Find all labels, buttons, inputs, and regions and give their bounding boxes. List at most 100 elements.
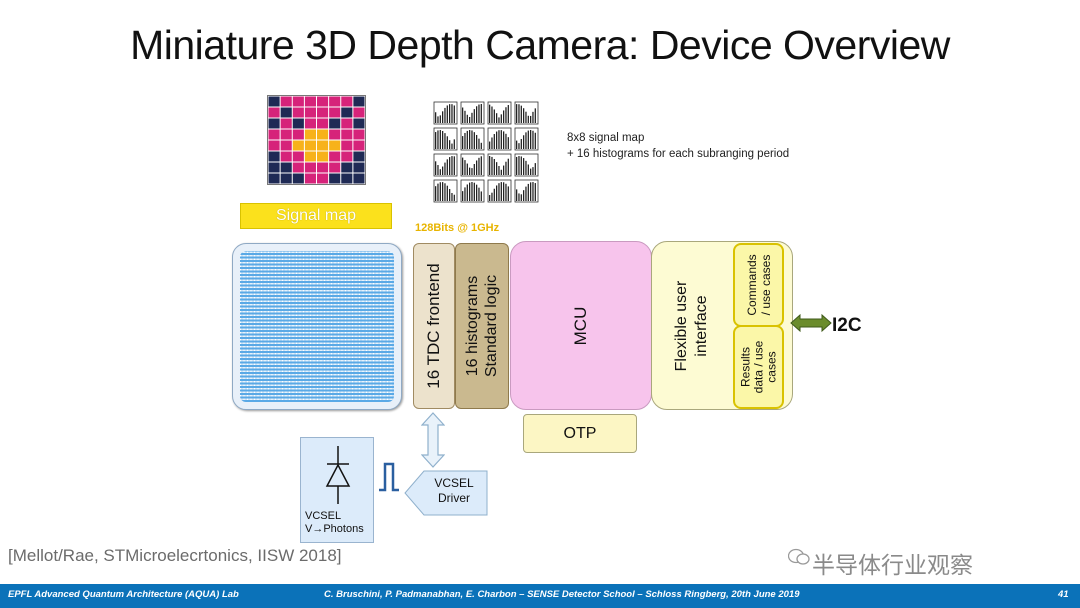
user-interface-label-line2: interface: [693, 294, 710, 357]
signal-map-cell: [317, 140, 329, 151]
signal-map-cell: [317, 129, 329, 140]
vcsel-label: VCSEL V→Photons: [305, 510, 364, 536]
page-title: Miniature 3D Depth Camera: Device Overvi…: [130, 22, 950, 68]
laser-diode-icon: [325, 446, 351, 504]
signal-map-label: Signal map: [240, 203, 392, 229]
mini-histogram: [433, 179, 458, 203]
signal-map-cell: [341, 140, 353, 151]
signal-map-cell: [268, 129, 280, 140]
signal-map-cell: [280, 129, 292, 140]
signal-map-cell: [317, 151, 329, 162]
sensor-pixel-grid: [240, 251, 394, 402]
footer-page-number: 41: [1058, 589, 1069, 600]
mini-histogram: [514, 101, 539, 125]
signal-map-cell: [341, 173, 353, 184]
results-label: Results data / use cases: [738, 340, 778, 394]
signal-map-cell: [317, 162, 329, 173]
histogram-grid: [433, 101, 539, 203]
mini-histogram: [433, 127, 458, 151]
signal-map-cell: [353, 162, 365, 173]
user-interface-label-line1: Flexible user: [673, 280, 690, 371]
mini-histogram: [487, 101, 512, 125]
results-block: Results data / use cases: [733, 325, 784, 409]
vcsel-driver-label: VCSEL Driver: [432, 476, 476, 506]
results-label-line3: cases: [764, 351, 778, 383]
histograms-label-line1: 16 histograms: [464, 275, 481, 377]
footer-lab: EPFL Advanced Quantum Architecture (AQUA…: [8, 589, 239, 600]
commands-label-line2: / use cases: [758, 254, 773, 316]
signal-map-cell: [268, 162, 280, 173]
signal-map-cell: [353, 129, 365, 140]
i2c-label: I2C: [832, 315, 862, 336]
signal-map-cell: [292, 173, 304, 184]
histograms-logic-block: 16 histograms Standard logic: [455, 243, 509, 409]
signal-map-cell: [280, 140, 292, 151]
signal-map-cell: [304, 162, 317, 173]
commands-label: Commands / use cases: [745, 254, 773, 315]
watermark-text: 半导体行业观察: [812, 552, 973, 578]
mini-histogram: [433, 153, 458, 177]
signal-map-cell: [280, 173, 292, 184]
signal-map-cell: [268, 140, 280, 151]
signal-map-cell: [317, 173, 329, 184]
signal-map-cell: [304, 151, 317, 162]
signal-map-cell: [292, 162, 304, 173]
signal-map-cell: [317, 96, 329, 107]
signal-map-cell: [329, 151, 341, 162]
signal-map-cell: [292, 107, 304, 118]
signal-map-cell: [268, 173, 280, 184]
signal-map-cell: [304, 173, 317, 184]
results-label-line2: data / use: [751, 340, 765, 394]
signal-map-cell: [317, 118, 329, 129]
signal-map-cell: [292, 118, 304, 129]
histograms-logic-label: 16 histograms Standard logic: [463, 275, 501, 377]
mini-histogram: [460, 179, 485, 203]
commands-label-line1: Commands: [744, 254, 759, 316]
mini-histogram: [460, 153, 485, 177]
signal-map-cell: [341, 96, 353, 107]
i2c-arrow-icon: [790, 313, 832, 333]
signal-map-cell: [304, 118, 317, 129]
signal-map-cell: [304, 107, 317, 118]
vcsel-label-line2: V→Photons: [305, 523, 364, 535]
vcsel-block: VCSEL V→Photons: [300, 437, 374, 543]
mcu-block: MCU: [510, 241, 652, 410]
mini-histogram: [514, 179, 539, 203]
signal-map-description-line2: + 16 histograms for each subranging peri…: [567, 148, 790, 160]
otp-block: OTP: [523, 414, 637, 453]
signal-map-cell: [268, 151, 280, 162]
tdc-frontend-label: 16 TDC frontend: [424, 263, 443, 389]
mini-histogram: [433, 101, 458, 125]
bandwidth-label: 128Bits @ 1GHz: [415, 222, 500, 234]
signal-map-cell: [341, 151, 353, 162]
signal-map-cell: [304, 140, 317, 151]
signal-map-cell: [268, 118, 280, 129]
signal-map-cell: [329, 173, 341, 184]
vcsel-driver-label-line1: VCSEL: [434, 476, 474, 490]
signal-map-cell: [280, 151, 292, 162]
signal-map-cell: [341, 162, 353, 173]
signal-map-cell: [353, 151, 365, 162]
signal-map-cell: [329, 162, 341, 173]
signal-map-cell: [280, 107, 292, 118]
signal-map-cell: [353, 96, 365, 107]
signal-map-cell: [317, 107, 329, 118]
mini-histogram: [514, 127, 539, 151]
footer-authors: C. Bruschini, P. Padmanabhan, E. Charbon…: [324, 589, 800, 600]
signal-map-cell: [353, 140, 365, 151]
vcsel-label-line1: VCSEL: [305, 510, 342, 522]
mini-histogram: [487, 127, 512, 151]
signal-map-cell: [329, 118, 341, 129]
signal-map-cell: [329, 140, 341, 151]
signal-map-cell: [292, 96, 304, 107]
signal-map-cell: [268, 96, 280, 107]
histograms-image: [432, 100, 540, 204]
footer-bar: EPFL Advanced Quantum Architecture (AQUA…: [0, 584, 1080, 608]
mini-histogram: [460, 101, 485, 125]
bidirectional-arrow-icon: [421, 412, 445, 468]
signal-map-cell: [292, 129, 304, 140]
signal-map-cell: [280, 118, 292, 129]
signal-map-cell: [280, 96, 292, 107]
tdc-frontend-block: 16 TDC frontend: [413, 243, 455, 409]
signal-map-cell: [341, 107, 353, 118]
